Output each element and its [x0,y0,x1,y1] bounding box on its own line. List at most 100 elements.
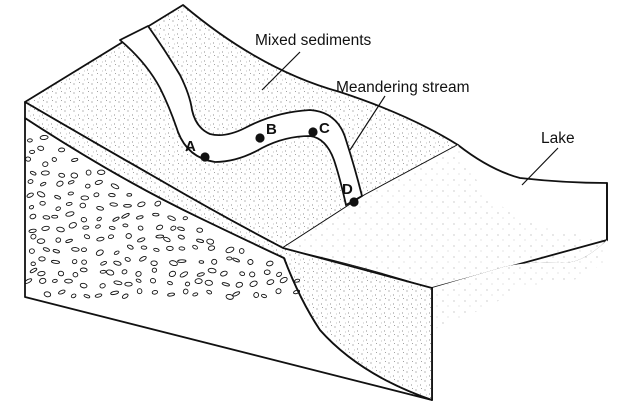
gravel-pebble [182,216,188,221]
gravel-pebble [67,180,75,185]
gravel-pebble [80,217,88,223]
gravel-pebble [99,283,106,289]
gravel-pebble [121,269,128,275]
gravel-pebble [167,292,176,297]
gravel-pebble [56,226,65,233]
point-c-label: C [319,120,330,137]
gravel-pebble [65,238,73,243]
gravel-pebble [137,201,146,208]
gravel-pebble [154,200,162,207]
gravel-pebble [249,280,258,287]
gravel-pebble [57,270,65,277]
gravel-pebble [39,200,46,206]
gravel-pebble [275,288,282,295]
gravel-pebble [152,212,160,217]
gravel-pebble [122,223,129,228]
gravel-pebble [67,191,74,196]
gravel-pebble [28,248,35,254]
gravel-pebble [37,145,45,151]
gravel-pebble [238,248,245,254]
gravel-pebble [100,261,107,266]
gravel-pebble [149,278,157,284]
gravel-pebble [64,278,73,284]
gravel-pebble [124,281,133,287]
gravel-pebble [253,292,260,298]
gravel-pebble [151,267,158,273]
gravel-pebble [204,279,213,286]
gravel-pebble [126,193,133,197]
gravel-pebble [179,271,189,278]
gravel-pebble [83,294,91,299]
gravel-pebble [28,205,35,210]
gravel-pebble [55,206,61,211]
gravel-pebble [79,202,87,209]
gravel-pebble [121,213,130,219]
gravel-pebble [168,270,177,277]
gravel-pebble [194,278,203,284]
gravel-pebble [137,225,144,231]
gravel-pebble [56,180,64,187]
gravel-pebble [113,250,120,256]
gravel-pebble [266,260,274,267]
gravel-pebble [97,169,106,175]
gravel-pebble [177,226,185,232]
gravel-pebble [156,224,164,231]
gravel-pebble [112,216,120,222]
gravel-pebble [42,215,51,220]
gravel-pebble [226,256,233,261]
gravel-pebble [50,259,61,264]
gravel-pebble [206,238,215,245]
gravel-pebble [198,260,205,264]
gravel-pebble [39,135,49,140]
gravel-pebble [177,259,187,263]
meandering-stream-pointer [349,95,386,151]
gravel-pebble [135,278,142,283]
gravel-pebble [28,228,37,234]
gravel-pebble [153,247,160,252]
front-face-sediment [24,101,433,401]
gravel-pebble [40,181,47,187]
gravel-pebble [79,282,88,289]
gravel-pebble [178,246,186,251]
gravel-pebble [196,272,205,277]
label-mixed-sediments: Mixed sediments [255,32,372,49]
gravel-pebble [247,259,254,265]
point-a: A [185,138,210,162]
point-d-label: D [342,181,353,198]
gravel-pebble [27,138,33,143]
gravel-pebble [52,249,60,254]
gravel-pebble [220,270,228,277]
gravel-pebble [96,216,102,222]
gravel-pebble [124,256,131,262]
gravel-pebble [276,271,283,277]
gravel-pebble [235,281,243,288]
gravel-pebble [71,259,78,265]
gravel-pebble [239,271,246,277]
gravel-pebble [29,149,36,154]
gravel-pebble [55,237,62,243]
gravel-pebble [95,249,104,256]
gravel-pebble [169,260,178,267]
label-meandering-stream: Meandering stream [336,79,470,96]
gravel-pebble [30,261,36,267]
gravel-pebble [72,272,79,278]
gravel-pebble [192,244,198,250]
gravel-pebble [113,280,123,286]
gravel-pebble [51,214,59,219]
gravel-pebble [263,269,271,275]
gravel-pebble [81,259,87,265]
gravel-pebble [36,238,46,244]
gravel-pebble [43,291,52,298]
gravel-pebble [80,195,90,201]
gravel-pebble [93,192,100,198]
gravel-pebble [196,227,204,233]
gravel-pebble [58,289,66,295]
gravel-pebble [42,247,50,252]
gravel-pebble [39,277,47,284]
gravel-pebble [232,257,240,263]
gravel-pebble [41,225,50,231]
mixed-sediments-pointer [261,51,301,91]
point-c: C [308,120,330,137]
gravel-pebble [26,192,34,198]
gravel-pebble [163,236,171,243]
